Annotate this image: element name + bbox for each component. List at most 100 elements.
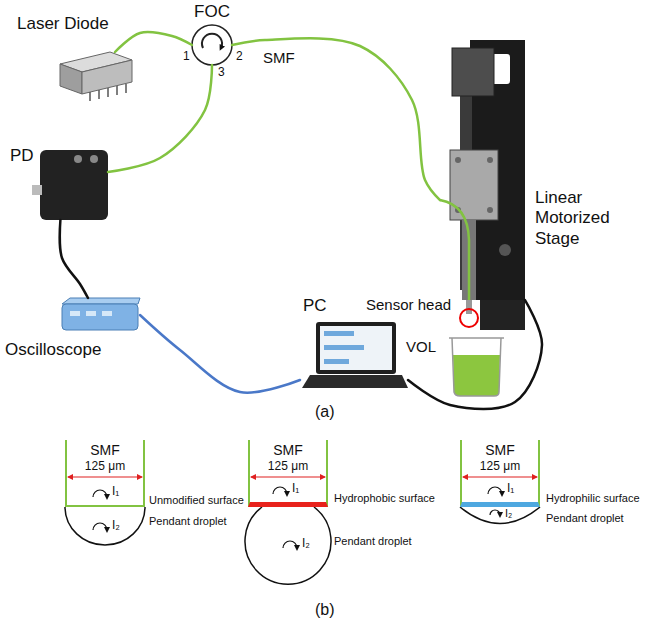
annotation-label: Hydrophilic surface	[546, 492, 640, 505]
label-anchor: 125 μm	[460, 459, 540, 473]
annotation-label: 125 μm	[460, 459, 540, 473]
reflection-arrow	[93, 490, 107, 497]
annotation-label: I₂	[302, 536, 310, 550]
annotation-label: Sensor head	[366, 296, 451, 314]
circulator-arrow	[202, 34, 222, 48]
circulator-icon	[192, 25, 232, 65]
diode-pins	[90, 84, 126, 101]
diameter-arrow	[251, 476, 325, 477]
label-anchor: Unmodified surface	[149, 494, 244, 507]
reflection-arrow	[490, 510, 500, 515]
annotation-label: 125 μm	[65, 459, 145, 473]
device-label: FOC	[192, 2, 232, 22]
circulator-ring	[192, 25, 232, 65]
annotation-label: Hydrophobic surface	[334, 492, 435, 505]
fiber-label: SMF	[262, 49, 296, 67]
pendant-droplet	[65, 507, 145, 545]
scope-body	[62, 304, 138, 330]
fiber-label: SMF	[250, 442, 326, 459]
label-anchor: Pendant droplet	[149, 515, 227, 528]
device-box: PD	[40, 150, 108, 220]
screw	[455, 157, 461, 163]
stage-base	[480, 300, 525, 330]
diameter-arrow	[68, 476, 142, 477]
annotation-label: I₁	[112, 484, 119, 498]
display-bar	[324, 359, 349, 364]
label-anchor: I₂	[112, 518, 120, 532]
circulator-box: FOC	[192, 25, 232, 65]
annotation-label: (b)	[315, 600, 335, 619]
label-anchor: Pendant droplet	[334, 535, 412, 548]
annotation-label: Pendant droplet	[149, 515, 227, 528]
annotation-label: 2	[236, 49, 243, 63]
device-label: PC	[303, 296, 327, 316]
label-anchor: (a)	[315, 402, 335, 421]
cable	[115, 32, 192, 52]
annotation-label: 125 μm	[248, 459, 328, 473]
scope-button	[86, 311, 96, 316]
annotation-label: 3	[218, 65, 225, 79]
fiber-core: SMF	[248, 440, 328, 507]
annotation-label: VOL	[406, 338, 436, 356]
label-anchor: Hydrophilic surface	[546, 492, 640, 505]
scope-button	[102, 311, 112, 316]
screw	[487, 207, 493, 213]
display-bar	[324, 345, 364, 350]
label-anchor: 125 μm	[65, 459, 145, 473]
device-box: Linear Motorized Stage	[440, 40, 525, 330]
oscilloscope-icon	[62, 298, 140, 330]
annotation-label: (a)	[315, 402, 335, 421]
cable	[232, 38, 440, 200]
laptop-icon	[302, 322, 408, 388]
annotation-label: Unmodified surface	[149, 494, 244, 507]
laptop-base	[302, 375, 408, 388]
annotation-label: Pendant droplet	[546, 512, 624, 525]
pendant-droplet	[460, 507, 540, 524]
sensor-head	[466, 300, 472, 314]
laptop-screen	[316, 322, 396, 374]
label-anchor: I₁	[292, 481, 299, 495]
stage-hole	[499, 244, 511, 256]
photodetector-icon	[32, 150, 108, 220]
cable	[60, 220, 88, 298]
pd-knob	[90, 155, 98, 163]
droplet-schematics	[65, 477, 540, 584]
beaker-lip	[449, 337, 504, 339]
diode-side	[82, 60, 132, 94]
annotation-label: I₂	[112, 518, 120, 532]
device-label: Oscilloscope	[5, 340, 101, 360]
label-anchor: 3	[218, 65, 225, 79]
fiber	[440, 200, 469, 312]
reflection-arrow	[283, 541, 297, 548]
label-anchor: VOL	[406, 338, 436, 356]
reflection-arrow	[93, 523, 107, 530]
label-anchor: I₂	[505, 507, 512, 520]
label-anchor: 1	[183, 49, 190, 63]
diameter-arrow	[463, 476, 537, 477]
laser-diode-icon	[60, 52, 132, 101]
label-anchor: Hydrophobic surface	[334, 492, 435, 505]
device-box: Laser Diode	[55, 52, 135, 102]
label-anchor: 125 μm	[248, 459, 328, 473]
beaker-glass	[452, 338, 501, 396]
fiber-label: SMF	[67, 442, 143, 459]
cable	[140, 315, 300, 393]
stage-motor	[452, 48, 494, 96]
edge-label-anchor: SMF	[262, 49, 296, 67]
liquid	[453, 355, 500, 396]
cable	[108, 65, 212, 172]
label-anchor: I₁	[507, 481, 514, 495]
pd-knob	[74, 155, 82, 163]
reflection-arrow	[273, 487, 287, 494]
label-anchor: I₂	[302, 536, 310, 550]
annotation-label: I₁	[292, 481, 299, 495]
device-label: PD	[10, 146, 34, 166]
device-label: Laser Diode	[17, 14, 109, 34]
label-anchor: Pendant droplet	[546, 512, 624, 525]
reflection-arrow	[488, 487, 502, 494]
device-box: Oscilloscope	[60, 298, 140, 332]
annotation-label: I₁	[507, 481, 514, 495]
pd-port	[32, 185, 42, 195]
